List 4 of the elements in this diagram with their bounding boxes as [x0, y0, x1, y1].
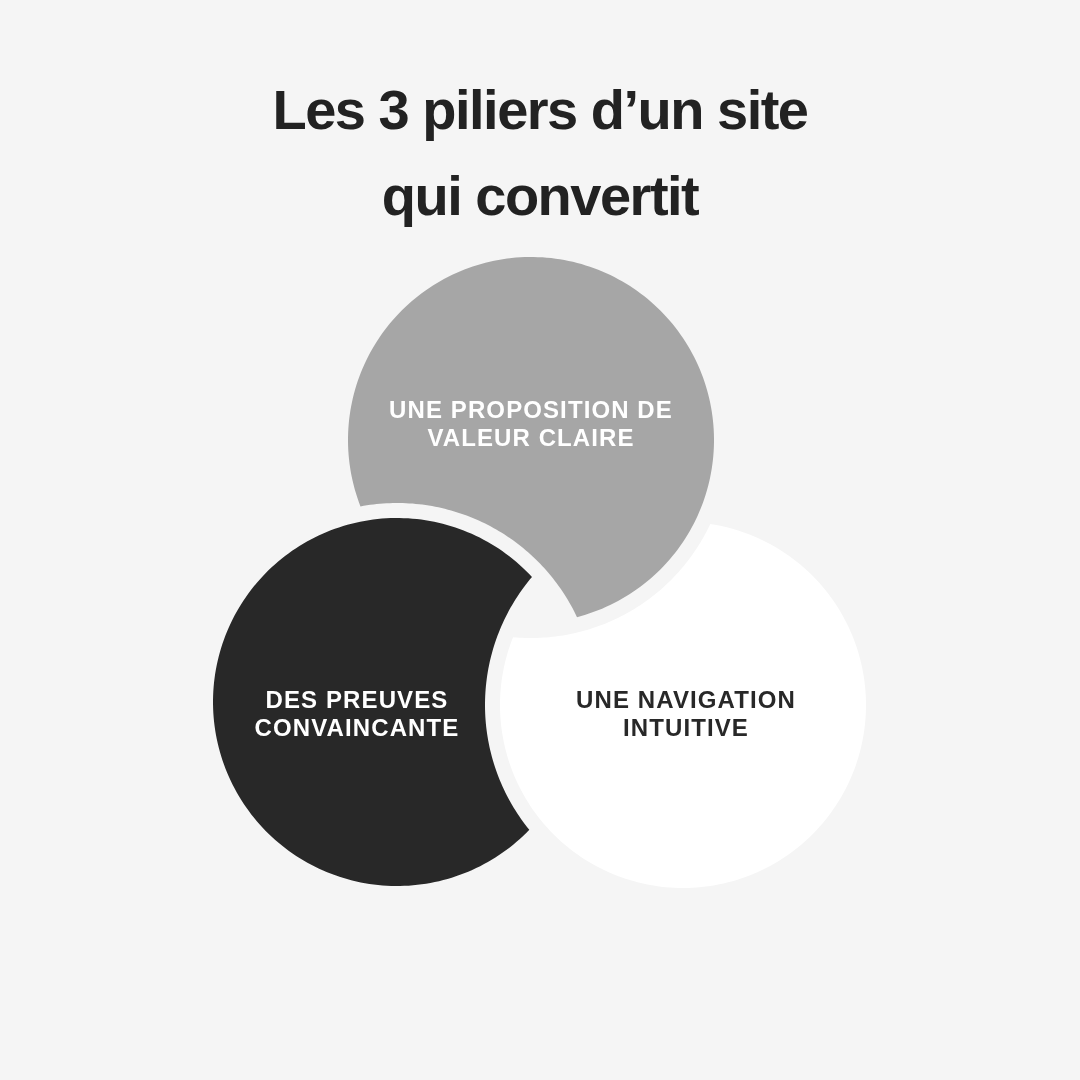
- pillar-label: DES PREUVES CONVAINCANTE: [253, 686, 461, 742]
- pillar-label: UNE PROPOSITION DE VALEUR CLAIRE: [388, 396, 674, 452]
- title: Les 3 piliers d’un site qui convertit: [271, 77, 809, 229]
- pillar-label: UNE NAVIGATION INTUITIVE: [575, 686, 797, 742]
